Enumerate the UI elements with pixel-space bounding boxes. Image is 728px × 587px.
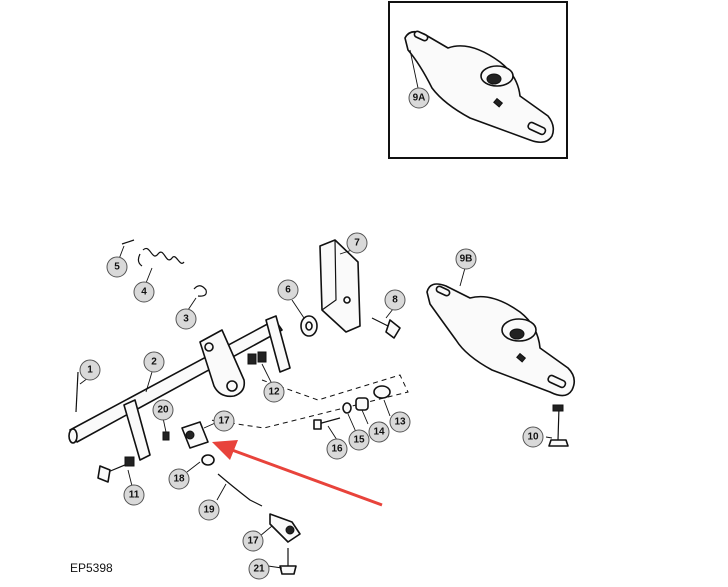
rod-19 (217, 473, 263, 507)
highlight-arrow (212, 440, 383, 507)
washer-15 (342, 402, 352, 414)
mount-plate-9b (426, 283, 576, 397)
svg-text:5: 5 (114, 262, 120, 273)
svg-text:7: 7 (354, 238, 360, 249)
nut-20 (162, 431, 170, 441)
callout-10: 10 (522, 426, 544, 448)
bolt-16 (313, 417, 341, 430)
callout-4: 4 (133, 281, 155, 303)
pin-1 (75, 371, 79, 413)
svg-text:9A: 9A (413, 93, 426, 104)
callout-21: 21 (248, 558, 270, 580)
shaft-2 (68, 315, 291, 461)
svg-text:20: 20 (157, 405, 169, 416)
callout-8: 8 (384, 289, 406, 311)
callout-9a: 9A (408, 87, 430, 109)
callout-2: 2 (143, 351, 165, 373)
svg-text:15: 15 (353, 435, 365, 446)
bolt-8 (371, 317, 401, 339)
callout-11: 11 (123, 484, 145, 506)
callout-3: 3 (175, 308, 197, 330)
svg-text:8: 8 (392, 295, 398, 306)
callout-17-lower: 17 (242, 530, 264, 552)
nut-18 (201, 454, 215, 466)
callout-13: 13 (389, 411, 411, 433)
bushing-14 (355, 397, 369, 411)
svg-text:9B: 9B (460, 254, 473, 265)
callout-18: 18 (168, 468, 190, 490)
callout-15: 15 (348, 429, 370, 451)
nuts-12 (247, 351, 267, 365)
callout-12: 12 (263, 381, 285, 403)
callout-16: 16 (326, 438, 348, 460)
figure-code: EP5398 (70, 561, 113, 575)
washer-6 (300, 315, 318, 337)
bolt-21 (279, 548, 297, 575)
callout-14: 14 (368, 421, 390, 443)
rod-end-17-upper (181, 421, 209, 449)
bracket-7 (319, 239, 361, 333)
callout-7: 7 (346, 232, 368, 254)
svg-text:17: 17 (218, 416, 230, 427)
callout-19: 19 (198, 499, 220, 521)
pin-5 (121, 239, 135, 245)
svg-text:1: 1 (87, 365, 93, 376)
callout-5: 5 (106, 256, 128, 278)
inset-9a (388, 1, 568, 159)
callout-1: 1 (79, 359, 101, 381)
bolt-11 (97, 456, 135, 483)
callout-9b: 9B (455, 248, 477, 270)
spacer-13 (373, 385, 391, 399)
rod-end-17-lower (269, 513, 301, 543)
bolt-10 (548, 404, 569, 447)
clip-3 (193, 285, 207, 297)
assembly-dash-line (209, 374, 409, 429)
svg-text:2: 2 (151, 357, 157, 368)
svg-text:19: 19 (203, 505, 215, 516)
callout-17-upper: 17 (213, 410, 235, 432)
svg-text:17: 17 (247, 536, 259, 547)
svg-text:4: 4 (141, 287, 147, 298)
spring-4 (137, 247, 185, 267)
callout-6: 6 (277, 279, 299, 301)
svg-text:12: 12 (268, 387, 280, 398)
svg-text:14: 14 (373, 427, 385, 438)
svg-text:6: 6 (285, 285, 291, 296)
svg-text:16: 16 (331, 444, 343, 455)
callout-20: 20 (152, 399, 174, 421)
svg-text:21: 21 (253, 564, 265, 575)
svg-text:13: 13 (394, 417, 406, 428)
svg-text:3: 3 (183, 314, 189, 325)
svg-text:18: 18 (173, 474, 185, 485)
svg-text:11: 11 (129, 490, 140, 501)
svg-text:10: 10 (527, 432, 539, 443)
